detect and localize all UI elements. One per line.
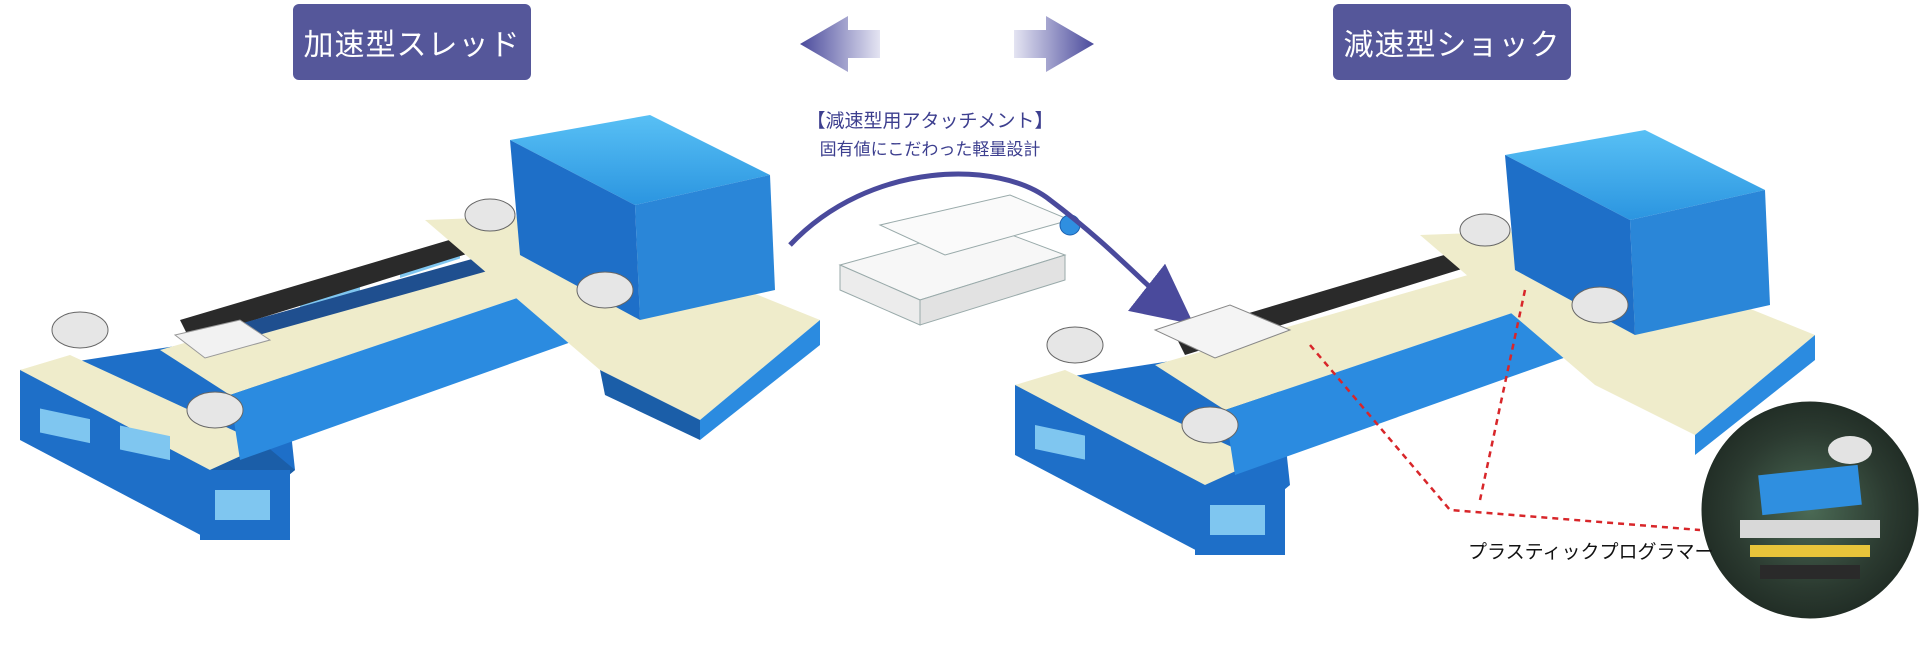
callout-lines <box>1309 289 1701 532</box>
curved-arrow-icon <box>788 171 1194 325</box>
double-arrow-icon <box>800 16 1094 72</box>
attachment-illustration <box>838 194 1081 326</box>
plastic-programmer-label: プラスティックプログラマー <box>1468 541 1714 563</box>
acceleration-sled-label: 加速型スレッド <box>293 4 531 80</box>
acceleration-sled-machine <box>20 115 820 540</box>
deceleration-shock-label: 減速型ショック <box>1333 4 1571 80</box>
plastic-programmer-photo <box>1698 398 1920 622</box>
deceleration-shock-machine <box>1015 130 1815 555</box>
attachment-title: 【減速型用アタッチメント】 <box>806 110 1054 132</box>
attachment-subtitle: 固有値にこだわった軽量設計 <box>819 140 1041 160</box>
